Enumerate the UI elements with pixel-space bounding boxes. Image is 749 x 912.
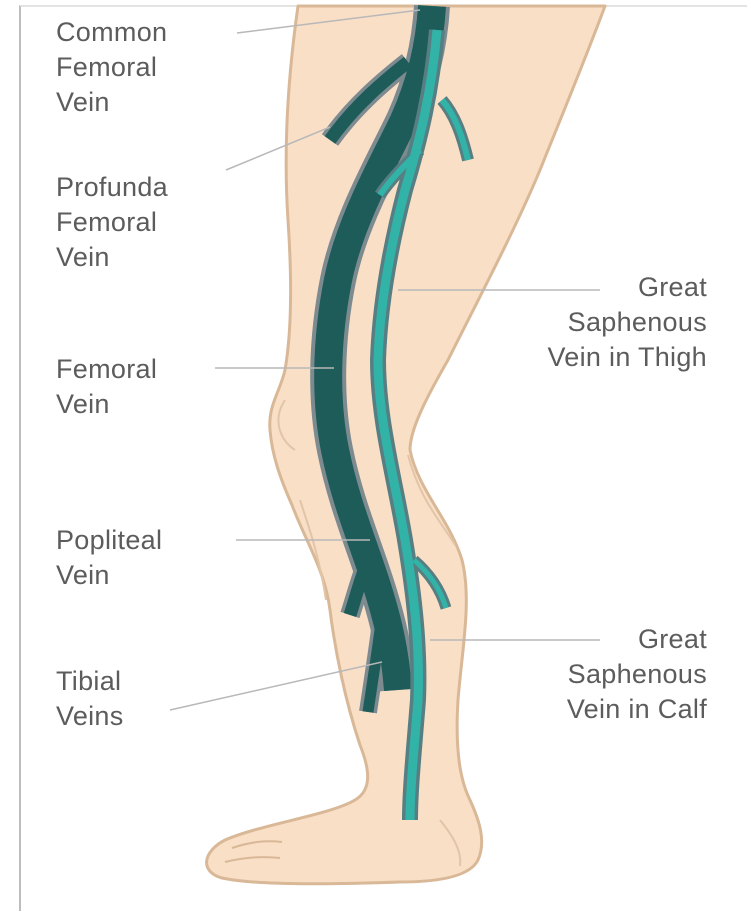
label-common-femoral-vein: Common Femoral Vein bbox=[56, 15, 167, 120]
label-femoral-vein: Femoral Vein bbox=[56, 352, 157, 422]
label-great-saphenous-vein-calf: Great Saphenous Vein in Calf bbox=[567, 622, 707, 727]
label-popliteal-vein: Popliteal Vein bbox=[56, 523, 162, 593]
label-tibial-veins: Tibial Veins bbox=[56, 664, 124, 734]
label-great-saphenous-vein-thigh: Great Saphenous Vein in Thigh bbox=[547, 270, 707, 375]
label-profunda-femoral-vein: Profunda Femoral Vein bbox=[56, 170, 168, 275]
